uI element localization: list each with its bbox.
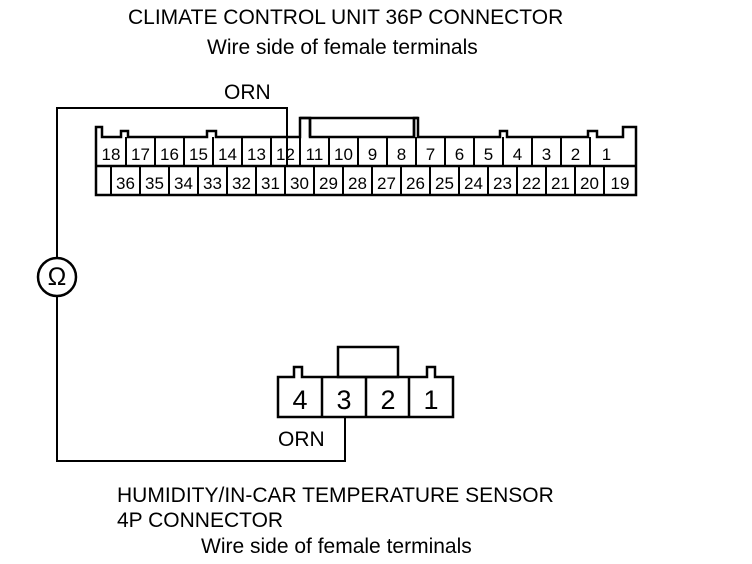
top-connector-pin-dividers (110, 137, 605, 195)
bottom-connector-title-line2: 4P CONNECTOR (117, 509, 284, 532)
top-connector-latch (300, 116, 418, 137)
pin-label-20: 20 (580, 174, 599, 193)
pin-label-17: 17 (131, 145, 150, 164)
pin-label-10: 10 (334, 145, 353, 164)
pin-label-33: 33 (203, 174, 222, 193)
humidity-sensor-4p-connector (276, 345, 455, 419)
pin-label-8: 8 (397, 145, 406, 164)
pin-label-29: 29 (319, 174, 338, 193)
sensor-pin-label-2: 2 (380, 385, 395, 415)
pin-label-6: 6 (455, 145, 464, 164)
pin-label-26: 26 (406, 174, 425, 193)
pin-label-18: 18 (102, 145, 121, 164)
bottom-connector-subtitle: Wire side of female terminals (201, 535, 472, 558)
sensor-pin-label-4: 4 (292, 385, 307, 415)
pin-label-31: 31 (261, 174, 280, 193)
top-connector-subtitle: Wire side of female terminals (207, 36, 478, 59)
pin-label-25: 25 (435, 174, 454, 193)
ohmmeter-icon (36, 256, 78, 298)
sensor-pin-label-1: 1 (423, 385, 438, 415)
pin-label-30: 30 (290, 174, 309, 193)
pin-label-21: 21 (551, 174, 570, 193)
bottom-connector-title: HUMIDITY/IN-CAR TEMPERATURE SENSOR (117, 484, 554, 507)
pin-label-16: 16 (160, 145, 179, 164)
pin-label-13: 13 (247, 145, 266, 164)
pin-label-28: 28 (348, 174, 367, 193)
top-connector-title: CLIMATE CONTROL UNIT 36P CONNECTOR (128, 6, 564, 29)
wire-orn-top (56, 107, 288, 258)
ohmmeter-wiring (36, 107, 346, 462)
top-wire-label: ORN (224, 81, 271, 104)
pin-label-14: 14 (218, 145, 237, 164)
pin-label-22: 22 (522, 174, 541, 193)
pin-label-1: 1 (602, 145, 611, 164)
pin-label-9: 9 (368, 145, 377, 164)
pin-label-36: 36 (116, 174, 135, 193)
pin-label-27: 27 (377, 174, 396, 193)
bottom-wire-label: ORN (278, 428, 325, 451)
pin-label-4: 4 (513, 145, 522, 164)
pin-label-2: 2 (571, 145, 580, 164)
pin-label-32: 32 (232, 174, 251, 193)
sensor-pin-label-3: 3 (336, 385, 351, 415)
pin-label-19: 19 (611, 174, 630, 193)
pin-label-11: 11 (306, 145, 324, 164)
pin-label-35: 35 (145, 174, 164, 193)
pin-label-7: 7 (426, 145, 435, 164)
pin-label-15: 15 (189, 145, 208, 164)
pin-label-24: 24 (464, 174, 483, 193)
pin-label-23: 23 (493, 174, 512, 193)
wire-orn-bottom (56, 296, 346, 462)
pin-label-3: 3 (542, 145, 551, 164)
ohm-symbol: Ω (48, 263, 67, 291)
bottom-connector-latch (336, 345, 400, 379)
pin-label-12: 12 (276, 145, 295, 164)
pin-label-5: 5 (484, 145, 493, 164)
bottom-connector-outline (276, 365, 455, 419)
pin-label-34: 34 (174, 174, 193, 193)
